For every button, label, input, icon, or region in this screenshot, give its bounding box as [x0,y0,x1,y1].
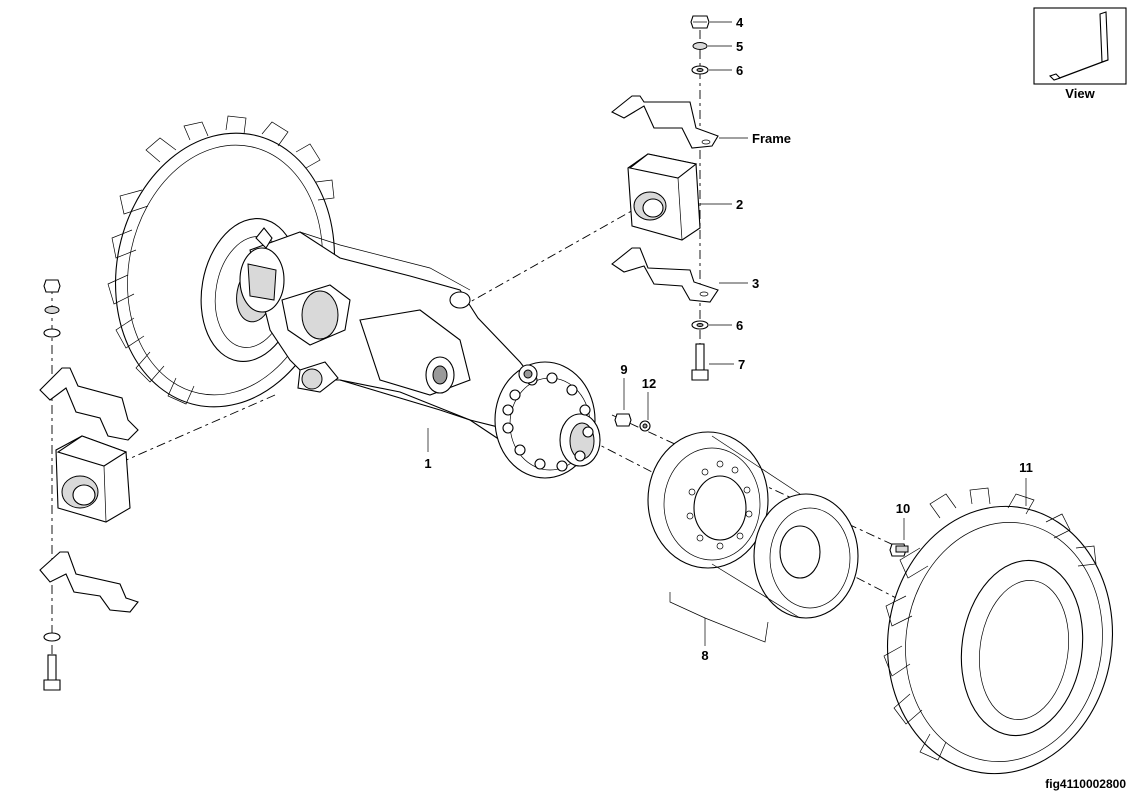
callout-labels: 4 5 6 Frame 2 3 6 7 1 9 12 8 10 11 [424,15,1032,663]
callout-12: 12 [642,376,656,391]
callout-8: 8 [701,648,708,663]
view-inset-frame [1033,7,1127,85]
forklift-fork-icon [1048,11,1109,81]
rubber-mount-2 [627,153,701,241]
right-wheel-hub [494,361,601,479]
callout-7: 7 [738,357,745,372]
leader-lines [427,21,1027,646]
callout-1: 1 [424,456,431,471]
callout-frame: Frame [752,131,791,146]
callout-3: 3 [752,276,759,291]
frame-clamp [610,95,719,149]
left-frame-clamp [39,367,139,441]
callout-2: 2 [736,197,743,212]
left-bolt [43,654,61,691]
view-label: View [1065,86,1095,101]
callout-8-bracket [669,592,769,643]
callout-10: 10 [896,501,910,516]
callout-4: 4 [736,15,744,30]
callout-6-bottom: 6 [736,318,743,333]
callout-6-top: 6 [736,63,743,78]
axle-housing [239,227,541,441]
left-mount-stack [39,279,139,691]
callout-9: 9 [620,362,627,377]
wheel-nut-9 [614,413,632,427]
left-mounting-bracket [39,551,139,613]
wheel-bolt-10 [889,543,909,557]
view-inset: View [1033,7,1127,101]
wheel-rim-8 [647,431,859,619]
lock-washer-5 [692,42,708,50]
bolt-7 [691,343,709,381]
figure-id: fig4110002800 [1045,777,1126,791]
callout-11: 11 [1019,460,1033,475]
tire-11 [883,487,1114,775]
left-washer-bottom [43,632,61,642]
left-lock-washer [44,306,60,314]
mounting-bracket-3 [611,247,719,303]
nut-4 [690,15,710,29]
left-rubber-mount [55,435,131,523]
left-nut [43,279,61,293]
right-mount-stack [610,15,719,381]
callout-5: 5 [736,39,743,54]
left-washer-top [43,328,61,338]
